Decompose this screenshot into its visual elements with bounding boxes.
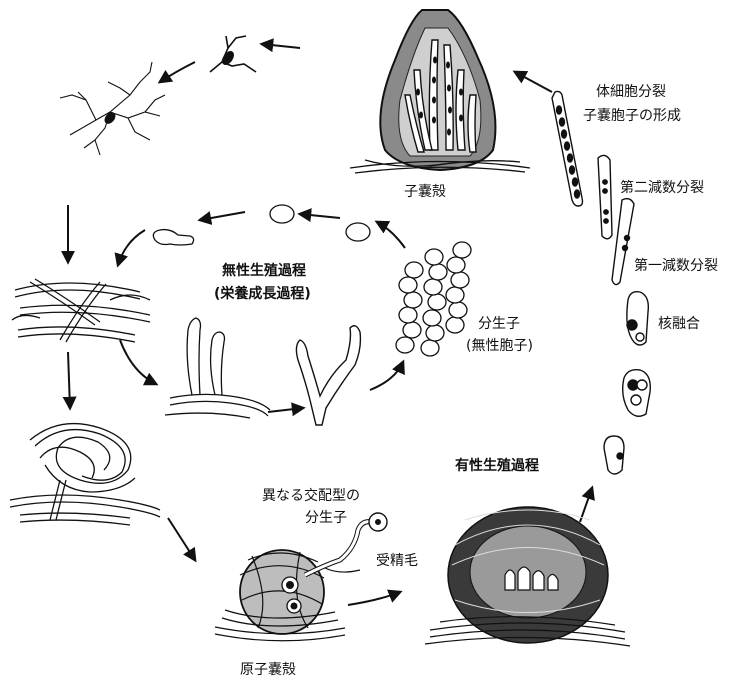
free-conidia (153, 205, 370, 245)
label-asexual-process: 無性生殖過程 (222, 262, 306, 279)
protoperithecium-drawing (215, 513, 387, 641)
arrow-conidiophore-to-conidia (370, 362, 403, 390)
label-protoperithecium: 原子嚢殻 (240, 662, 296, 678)
label-sexual-process: 有性生殖過程 (455, 457, 539, 474)
label-other-mating-type: 異なる交配型の (262, 487, 360, 504)
asexual-hyphae (165, 318, 270, 418)
arrow-ascus-to-ascocarp (515, 72, 552, 92)
arrow-spore-to-spore (300, 214, 340, 218)
label-other-mating-conidia: 分生子 (305, 510, 347, 526)
label-trichogyne: 受精毛 (376, 553, 418, 569)
hyphal-network (12, 279, 150, 342)
conidiophore (296, 326, 360, 425)
label-vegetative-growth: (栄養成長過程) (214, 285, 311, 302)
label-somatic-division: 体細胞分裂 (596, 84, 666, 100)
coiled-hyphae (10, 424, 160, 525)
arrow-spore-to-germling (200, 212, 245, 220)
perithecium-drawing (425, 507, 630, 646)
arrow-network-to-coil (68, 352, 70, 408)
arrow-germination-to-mycelium (160, 62, 195, 82)
arrow-conidia-to-spore (377, 222, 405, 248)
branched-mycelium (60, 62, 165, 155)
arrow-germling-to-network (118, 230, 145, 265)
conidia-chains (396, 242, 471, 356)
germinating-ascospore (210, 36, 256, 72)
arrow-hyphae-to-conidiophore (268, 408, 303, 412)
ascus-development (552, 91, 650, 474)
arrow-protoperithecium-to-perithecium (348, 592, 400, 605)
label-conidia: 分生子 (478, 316, 520, 332)
label-asexual-spores: (無性胞子) (466, 338, 533, 354)
label-ascospore-formation: 子嚢胞子の形成 (583, 108, 681, 124)
arrow-perithecium-to-ascus (580, 488, 592, 522)
label-ascocarp: 子嚢殻 (404, 184, 446, 200)
label-karyogamy: 核融合 (658, 316, 700, 332)
label-meiosis-1: 第一減数分裂 (634, 257, 718, 274)
arrow-network-to-hyphae (120, 340, 156, 384)
label-meiosis-2: 第二減数分裂 (620, 179, 704, 196)
arrow-coil-to-protoperithecium (168, 518, 195, 560)
arrow-ascocarp-to-germination (262, 44, 300, 48)
ascocarp-drawing (350, 10, 530, 173)
